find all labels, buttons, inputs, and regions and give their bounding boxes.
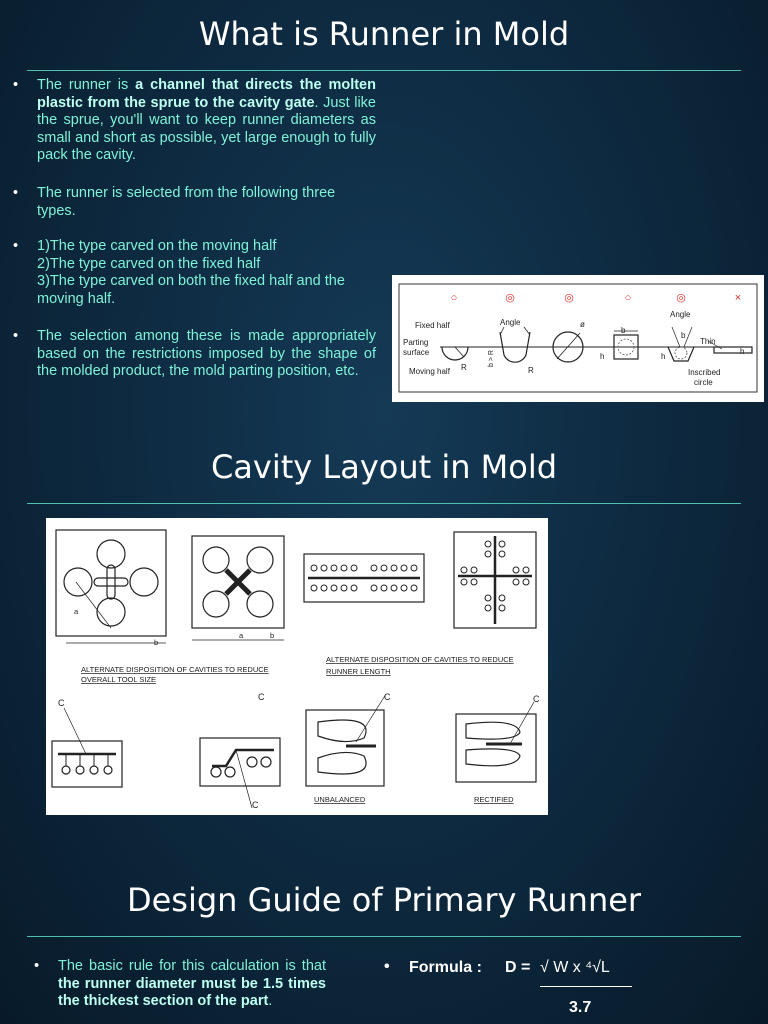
bullet-text: The runner is selected from the followin… [37, 185, 336, 219]
cavity-layout-svg: ALTERNATE DISPOSITION OF CAVITIES TO RED… [51, 529, 540, 810]
bullet-text: . Just like the sprue, you'll want to ke… [37, 94, 376, 164]
bullet-bold-text: a channel that directs the molten plasti… [37, 77, 376, 111]
a-label-2: a [239, 631, 244, 640]
r-label-2: R [528, 366, 534, 375]
section2-title: Cavity Layout in Mold [210, 448, 558, 486]
runner-cross-section-diagram: ○ ◎ ◎ ○ ◎ × Fixed half Parting surface M… [392, 275, 764, 402]
formula-bullet-icon: • [384, 958, 390, 975]
caption-runner-length-line2: RUNNER LENGTH [326, 667, 391, 676]
bullet-icon: • [13, 77, 19, 93]
b-label-2: b [270, 631, 274, 640]
b-label: b [154, 638, 158, 647]
angle-label-1: Angle [500, 318, 521, 327]
list-item: 1)The type carved on the moving half [37, 238, 277, 254]
section1-divider [27, 70, 741, 71]
runner-diameter-rule-bullet: • The basic rule for this calculation is… [34, 958, 326, 1011]
section1-title: What is Runner in Mold [198, 15, 570, 53]
caption-tool-size-line2: OVERALL TOOL SIZE [81, 675, 156, 684]
list-item: 2)The type carved on the fixed half [37, 255, 261, 272]
runner-types-list: • 1)The type carved on the moving half 2… [13, 238, 376, 308]
h-label-3: h [740, 347, 744, 356]
fixed-half-label: Fixed half [415, 321, 450, 330]
unbalanced-label: UNBALANCED [314, 795, 366, 804]
a-label: a [74, 607, 79, 616]
c-label-3: C [252, 800, 259, 810]
caption-tool-size-line1: ALTERNATE DISPOSITION OF CAVITIES TO RED… [81, 665, 269, 674]
r-label-1: R [461, 363, 467, 372]
runner-types-bullet: • The runner is selected from the follow… [13, 185, 376, 220]
bullet-text: The selection among these is made approp… [37, 328, 376, 379]
b-label-2: b [681, 331, 686, 340]
formula-label: Formula : [409, 959, 482, 976]
rating-5: ◎ [676, 292, 686, 304]
cavity-layout-diagram: ALTERNATE DISPOSITION OF CAVITIES TO RED… [46, 518, 548, 815]
rating-1: ○ [451, 292, 458, 304]
inscribed-label: Inscribed [688, 368, 720, 377]
bullet-text: . [268, 993, 273, 1009]
caption-runner-length-line1: ALTERNATE DISPOSITION OF CAVITIES TO RED… [326, 655, 514, 664]
formula-denominator: 3.7 [569, 999, 592, 1016]
circle-label: circle [694, 378, 713, 387]
surface-label: surface [403, 348, 430, 357]
rating-2: ◎ [505, 292, 515, 304]
h-label-2: h [661, 352, 665, 361]
bullet-bold-text: the runner diameter must be 1.5 times th… [58, 975, 326, 1010]
formula-numerator: √ W x ⁴√L [540, 959, 610, 976]
parting-label: Parting [403, 338, 428, 347]
runner-definition-bullet: • The runner is a channel that directs t… [13, 77, 376, 165]
b-gt-r-label: b > R [488, 350, 495, 367]
bullet-icon: • [34, 958, 40, 974]
list-item: 3)The type carved on both the fixed half… [37, 273, 345, 307]
thin-label: Thin [700, 337, 716, 346]
bullet-icon: • [13, 238, 19, 254]
runner-cross-section-svg: ○ ◎ ◎ ○ ◎ × Fixed half Parting surface M… [398, 283, 758, 393]
fraction-bar [540, 986, 632, 987]
rating-4: ○ [625, 292, 632, 304]
c-label-4: C [384, 692, 391, 702]
section3-divider [27, 936, 741, 937]
c-label-5: C [533, 694, 540, 704]
section2-divider [27, 503, 741, 504]
rating-3: ◎ [564, 292, 574, 304]
bullet-text: The basic rule for this calculation is t… [58, 958, 326, 974]
moving-half-label: Moving half [409, 367, 451, 376]
formula-lhs: D = [505, 959, 531, 976]
c-label-1: C [58, 698, 65, 708]
angle-label-2: Angle [670, 310, 691, 319]
c-label-2: C [258, 692, 265, 702]
bullet-icon: • [13, 328, 19, 344]
bullet-text: The runner is [37, 77, 136, 93]
rating-6: × [735, 292, 741, 304]
b-label-1: b [621, 326, 626, 335]
bullet-icon: • [13, 185, 19, 201]
diameter-label: ø [580, 320, 585, 329]
h-label-1: h [600, 352, 604, 361]
rectified-label: RECTIFIED [474, 795, 514, 804]
section3-title: Design Guide of Primary Runner [126, 881, 642, 919]
selection-bullet: • The selection among these is made appr… [13, 328, 376, 381]
